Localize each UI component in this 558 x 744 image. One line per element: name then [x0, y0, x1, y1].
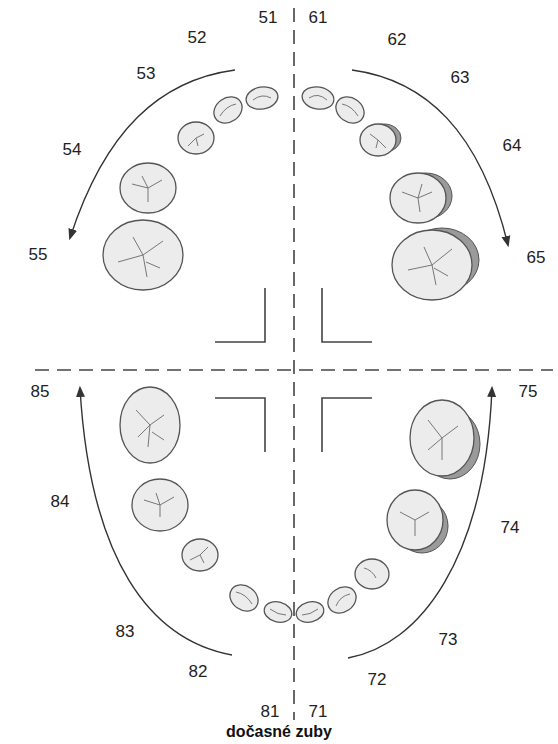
- tooth-number: 84: [51, 493, 70, 512]
- teeth: [103, 84, 474, 625]
- tooth: [225, 580, 263, 617]
- tooth: [294, 599, 326, 626]
- tooth: [331, 92, 369, 129]
- tooth: [355, 559, 389, 589]
- fissure: [370, 134, 386, 148]
- direction-arrow: [70, 70, 235, 238]
- quadrant-bracket: [215, 398, 265, 452]
- direction-arrow: [348, 388, 492, 658]
- tooth-number: 73: [439, 631, 458, 650]
- quadrant-bracket: [215, 288, 265, 342]
- tooth: [120, 163, 176, 213]
- tooth-number: 61: [309, 9, 328, 28]
- tooth-number: 75: [519, 383, 538, 402]
- fissure: [136, 410, 164, 447]
- tooth-number: 81: [261, 703, 280, 722]
- fissure: [236, 592, 252, 604]
- tooth-number: 63: [451, 69, 470, 88]
- direction-arrow: [80, 388, 232, 655]
- fissure: [253, 96, 271, 100]
- tooth-number: 71: [309, 703, 328, 722]
- tooth: [387, 490, 443, 550]
- midline: [293, 8, 295, 720]
- tooth-number: 51: [259, 9, 278, 28]
- direction-arrow: [352, 70, 508, 245]
- tooth: [103, 220, 183, 290]
- quadrant-bracket: [322, 398, 372, 452]
- fissure: [402, 184, 432, 212]
- fissure: [132, 176, 162, 202]
- fissure: [408, 247, 452, 285]
- fissure: [309, 95, 327, 100]
- tooth-number: 83: [116, 623, 135, 642]
- fissure: [400, 512, 429, 536]
- tooth-number: 82: [189, 663, 208, 682]
- tooth-number: 53: [137, 65, 156, 84]
- tooth-number: 72: [368, 671, 387, 690]
- quadrant-bracket: [322, 288, 372, 342]
- tooth: [262, 599, 294, 626]
- direction-arrows: [70, 70, 508, 658]
- tooth-number: 62: [388, 31, 407, 50]
- fissure: [188, 134, 204, 146]
- tooth-number: 65: [527, 249, 546, 268]
- fissure: [270, 609, 286, 615]
- tooth: [209, 92, 247, 129]
- tooth: [392, 230, 472, 300]
- fissure: [336, 594, 350, 606]
- fissure: [342, 104, 358, 116]
- tooth: [120, 387, 180, 463]
- tooth-number: 74: [501, 519, 520, 538]
- tooth: [410, 400, 474, 476]
- fissure: [190, 547, 208, 563]
- tooth: [360, 124, 396, 156]
- occlusal-line: [35, 369, 553, 371]
- tooth: [132, 479, 188, 531]
- fissure: [144, 493, 174, 517]
- tooth: [244, 84, 279, 111]
- fissure: [118, 237, 163, 277]
- tooth: [323, 582, 361, 619]
- tooth-number: 64: [503, 137, 522, 156]
- figure-caption: dočasné zuby: [226, 723, 332, 741]
- quadrant-axes: [35, 8, 553, 720]
- fissure: [220, 104, 236, 116]
- tooth-number: 85: [31, 383, 50, 402]
- fissures: [118, 95, 458, 615]
- tooth-number: 52: [188, 29, 207, 48]
- fissure: [302, 609, 318, 615]
- fissure: [428, 420, 458, 460]
- tooth-number: 55: [29, 246, 48, 265]
- tooth: [178, 122, 214, 154]
- tooth: [390, 173, 446, 223]
- restorations: [367, 124, 480, 553]
- fissure: [364, 568, 376, 578]
- tooth: [182, 539, 218, 571]
- tooth: [300, 84, 335, 111]
- tooth-number: 54: [63, 141, 82, 160]
